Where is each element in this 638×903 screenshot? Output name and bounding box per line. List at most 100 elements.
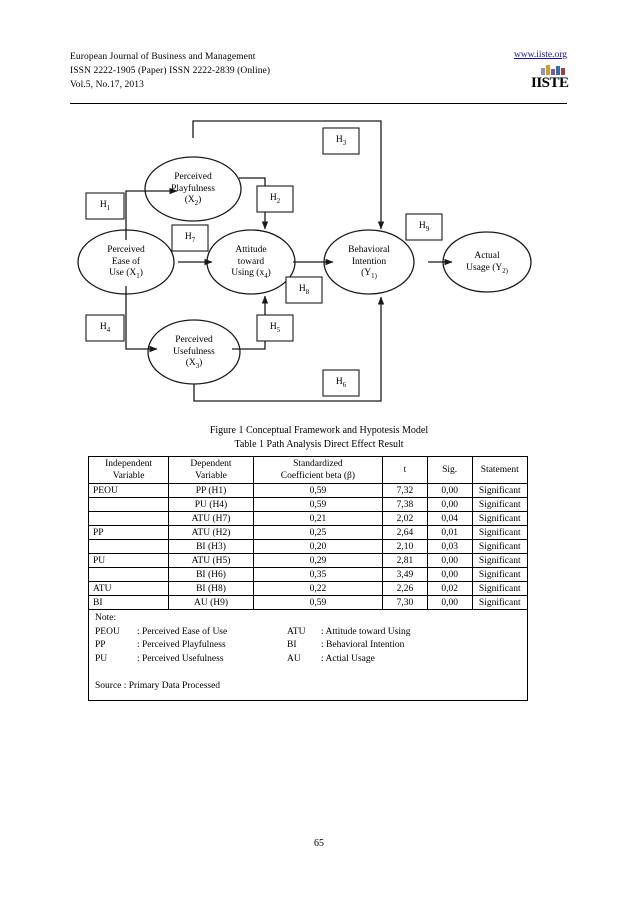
cell-t: 7,38 [382,497,428,512]
diagram-canvas [77,120,532,402]
journal-issn: ISSN 2222-1905 (Paper) ISSN 2222-2839 (O… [70,66,271,76]
edge-pu-to-atu [232,295,269,350]
logo-bars-icon [531,65,565,75]
cell-beta: 0,59 [252,483,384,498]
cell-dependent-variable: BI (H8) [168,581,254,596]
cell-statement: Significant [471,539,527,554]
cell-dependent-variable: AU (H9) [168,595,254,610]
th-independent-variable: Independent Variable [89,457,170,484]
cell-sig: 0,00 [426,595,473,610]
page-number: 65 [314,838,324,849]
cell-independent-variable: PU [89,553,170,568]
cell-statement: Significant [471,553,527,568]
note-entry: PU : Perceived Usefulness AU : Actial Usage [95,653,527,667]
cell-beta: 0,22 [252,581,384,596]
hbox-h4 [85,314,125,342]
note-meaning-right: : Behavioral Intention [321,640,405,650]
edge-pp-to-bi [192,120,385,230]
cell-statement: Significant [471,595,527,610]
cell-independent-variable [89,511,170,526]
cell-statement: Significant [471,511,527,526]
cell-beta: 0,25 [252,525,384,540]
node-perceived-playfulness [144,156,242,222]
note-abbr-right: BI [287,640,297,650]
cell-t: 2,02 [382,511,428,526]
note-meaning-right: : Actial Usage [321,653,375,664]
hbox-h3 [322,127,360,155]
cell-sig: 0,01 [426,525,473,540]
path-analysis-table-block: Independent Variable Dependent Variable … [88,456,528,701]
cell-sig: 0,04 [426,511,473,526]
note-meaning-left: : Perceived Playfulness [137,640,226,650]
th-standardized-coefficient: Standardized Coefficient beta (β) [252,457,384,484]
hbox-h9 [405,213,443,241]
node-behavioral-intention [323,229,415,295]
note-source: Source : Primary Data Processed [95,681,221,691]
node-perceived-ease-of-use [77,229,175,295]
cell-t: 7,32 [382,483,428,498]
logo-bar-5 [561,68,565,75]
journal-volume: Vol.5, No.17, 2013 [70,80,144,90]
hbox-h2 [256,185,294,213]
node-attitude-toward-using [206,229,296,295]
note-meaning-left: : Perceived Ease of Use [137,626,228,637]
cell-dependent-variable: ATU (H2) [168,525,254,540]
note-meaning-right: : Attitude toward Using [321,626,411,637]
logo-bar-4 [556,66,560,75]
cell-t: 3,49 [382,567,428,582]
table-caption: Table 1 Path Analysis Direct Effect Resu… [234,439,404,450]
cell-beta: 0,29 [252,553,384,568]
cell-t: 7,30 [382,595,428,610]
cell-dependent-variable: BI (H3) [168,539,254,554]
note-abbr-left: PEOU [95,626,120,637]
hbox-h8 [285,276,323,304]
cell-beta: 0,20 [252,539,384,554]
cell-sig: 0,03 [426,539,473,554]
cell-dependent-variable: ATU (H5) [168,553,254,568]
cell-t: 2,10 [382,539,428,554]
note-abbr-left: PU [95,653,108,664]
cell-dependent-variable: ATU (H7) [168,511,254,526]
cell-beta: 0,21 [252,511,384,526]
cell-dependent-variable: PP (H1) [168,483,254,498]
hbox-h1 [85,192,125,220]
logo-wordmark: IISTE [531,75,569,91]
cell-independent-variable: ATU [89,581,170,596]
cell-sig: 0,00 [426,553,473,568]
note-abbr-right: AU [287,653,301,664]
th-sig: Sig. [426,457,473,484]
iiste-logo: IISTE [531,65,569,95]
cell-beta: 0,35 [252,567,384,582]
cell-statement: Significant [471,581,527,596]
th-dependent-variable: Dependent Variable [168,457,254,484]
node-actual-usage [442,231,532,293]
cell-independent-variable [89,567,170,582]
cell-beta: 0,59 [252,595,384,610]
th-statement: Statement [471,457,527,484]
hypothesis-boxes [85,127,443,397]
logo-bar-2 [546,65,550,75]
page-header: European Journal of Business and Managem… [70,50,569,102]
cell-t: 2,64 [382,525,428,540]
hbox-h7 [171,224,209,252]
diagram-nodes [77,156,532,385]
cell-statement: Significant [471,483,527,498]
cell-sig: 0,00 [426,483,473,498]
cell-t: 2,26 [382,581,428,596]
journal-title: European Journal of Business and Managem… [70,52,256,62]
table-header-row: Independent Variable Dependent Variable … [89,457,527,484]
table-header: Independent Variable Dependent Variable … [89,457,527,484]
cell-beta: 0,59 [252,497,384,512]
th-t-value: t [382,457,428,484]
note-meaning-left: : Perceived Usefulness [137,653,224,664]
journal-website-link[interactable]: www.iiste.org [513,50,567,60]
edge-pu-to-bi [193,296,385,402]
